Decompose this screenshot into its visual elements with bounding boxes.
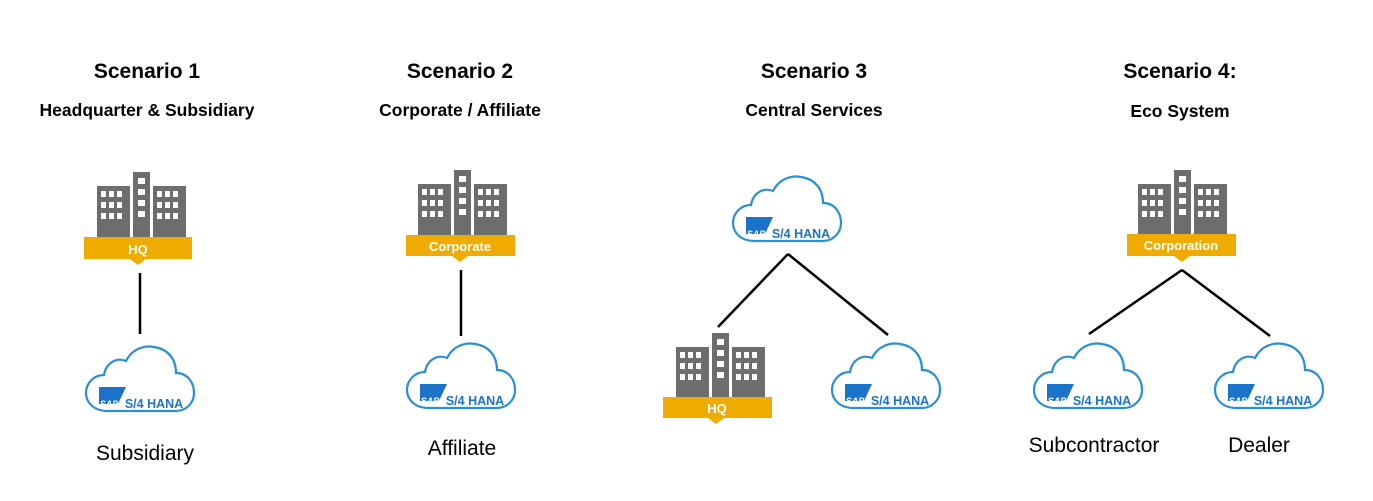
office-building-icon [418, 170, 507, 235]
sap-logo-text: SAP [100, 399, 120, 409]
scenario-3-building: HQ [663, 333, 772, 424]
scenario-3-cloud-central: SAP S/4 HANA [731, 175, 843, 243]
scenario-1-building: HQ [84, 172, 192, 265]
scenario-1-cloud: SAP S/4 HANA [84, 345, 196, 413]
scenario-2-title: Scenario 2 [406, 60, 514, 83]
scenario-1-caption: Subsidiary [95, 442, 195, 465]
connector-line [1181, 269, 1271, 337]
sap-logo-text: SAP [846, 396, 866, 406]
scenario-3-title: Scenario 3 [760, 60, 868, 83]
sap-logo-text: SAP [1048, 396, 1068, 406]
s4hana-logo-text: S/4 HANA [125, 397, 183, 411]
scenario-4-subtitle: Eco System [1130, 101, 1230, 121]
scenario-4-building: Corporation [1127, 170, 1236, 262]
sap-logo-text: SAP [421, 396, 441, 406]
scenario-2-subtitle: Corporate / Affiliate [379, 100, 541, 120]
scenario-4-caption-dealer: Dealer [1228, 434, 1290, 457]
s4hana-logo-text: S/4 HANA [1254, 394, 1312, 408]
connector-line [717, 253, 789, 328]
office-building-icon [1138, 170, 1227, 235]
s4hana-logo-text: S/4 HANA [871, 394, 929, 408]
s4hana-logo-text: S/4 HANA [772, 227, 830, 241]
s4hana-logo-text: S/4 HANA [1073, 394, 1131, 408]
hq-label: HQ [128, 242, 148, 257]
scenario-1-title: Scenario 1 [93, 60, 201, 83]
hq-label: HQ [707, 401, 727, 416]
office-building-icon [676, 333, 765, 398]
scenario-4-caption-subcontractor: Subcontractor [1028, 434, 1160, 457]
sap-logo-text: SAP [1229, 396, 1249, 406]
scenario-4-title: Scenario 4: [1123, 60, 1237, 83]
office-building-icon [97, 172, 186, 237]
s4hana-logo-text: S/4 HANA [446, 394, 504, 408]
scenario-2-caption: Affiliate [427, 437, 497, 460]
scenario-1-subtitle: Headquarter & Subsidiary [39, 100, 255, 120]
scenario-3-subtitle: Central Services [745, 100, 883, 120]
scenario-4-cloud-dealer: SAP S/4 HANA [1213, 342, 1325, 410]
scenario-4-cloud-subcontractor: SAP S/4 HANA [1032, 342, 1144, 410]
scenario-3-cloud-right: SAP S/4 HANA [830, 342, 942, 410]
corporate-label: Corporate [429, 239, 491, 254]
corporation-label: Corporation [1144, 238, 1218, 253]
scenario-2-cloud: SAP S/4 HANA [405, 342, 517, 410]
connector-line [1088, 268, 1183, 336]
scenario-2-building: Corporate [406, 170, 515, 262]
sap-logo-text: SAP [747, 229, 767, 239]
connector-line [787, 253, 889, 336]
